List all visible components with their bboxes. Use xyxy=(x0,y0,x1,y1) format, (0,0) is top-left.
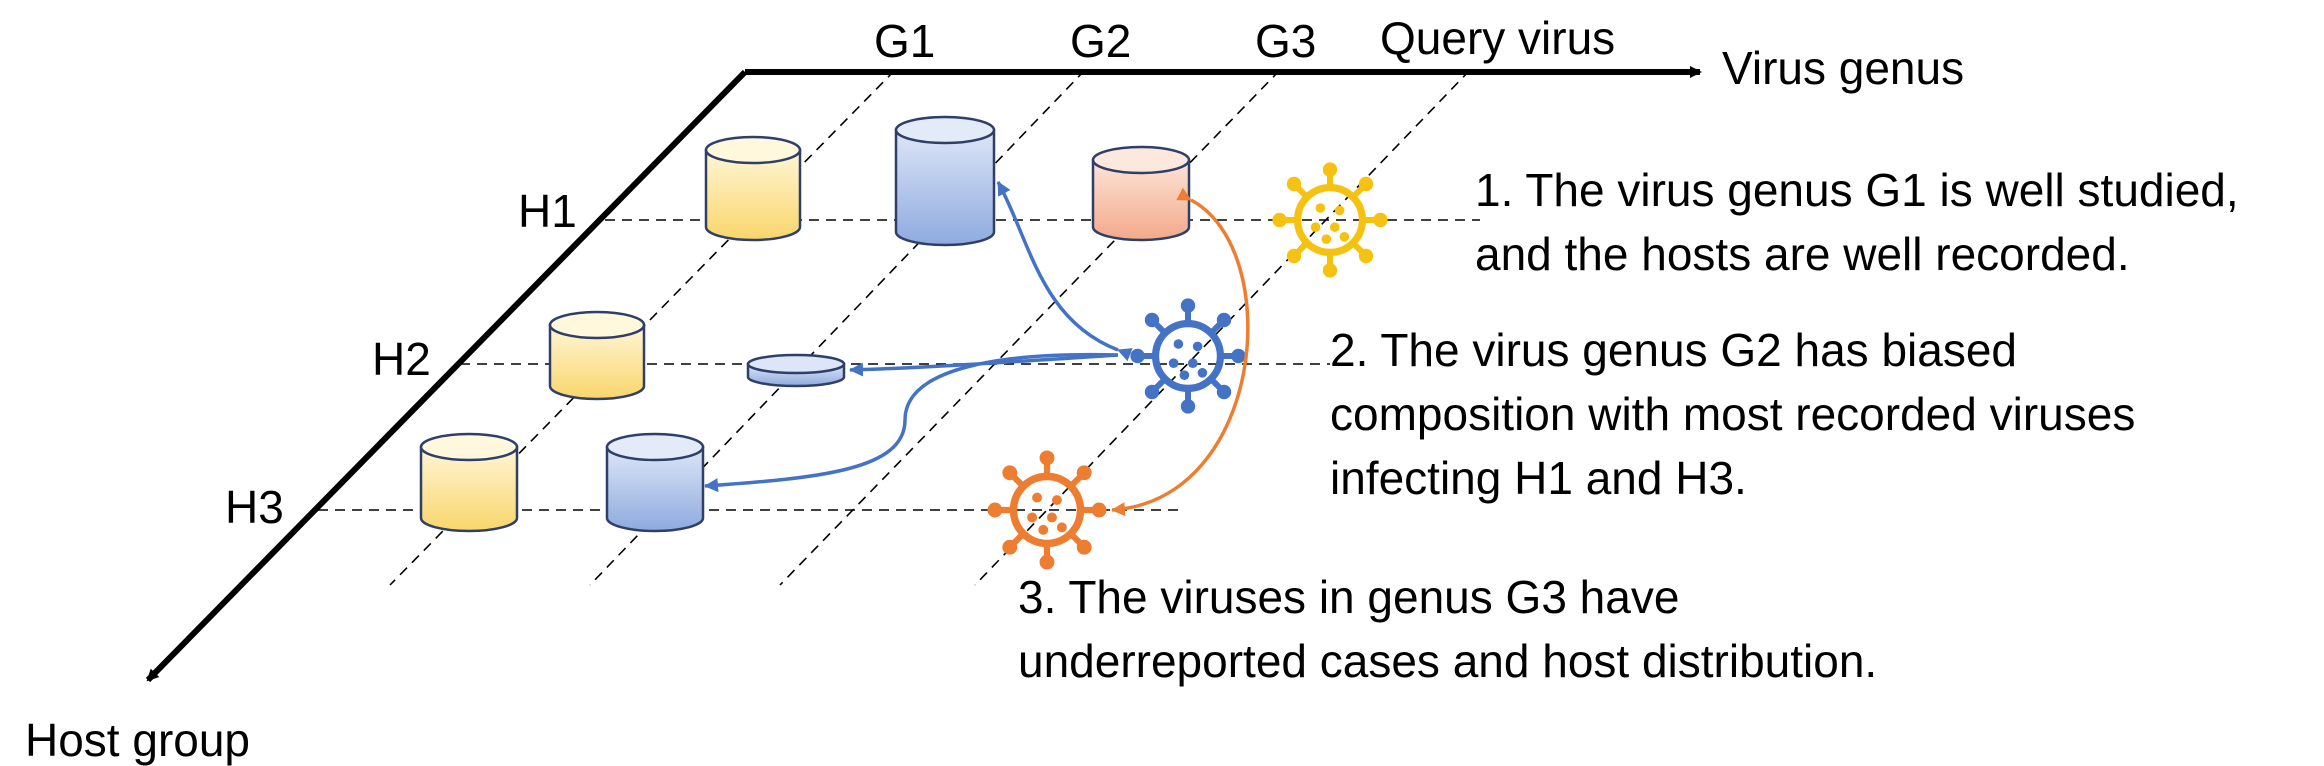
g2-arrows xyxy=(704,181,1133,493)
axes xyxy=(145,66,1702,683)
row-label-h1: H1 xyxy=(518,185,577,237)
note-2-line-3: infecting H1 and H3. xyxy=(1330,452,1747,504)
arrow-g2-to-h3 xyxy=(704,352,1119,493)
x-axis-label: Virus genus xyxy=(1722,42,1965,94)
arrow-g2-to-h1 xyxy=(996,181,1133,362)
column-label-g3: G3 xyxy=(1255,15,1317,67)
column-label-g1: G1 xyxy=(874,15,936,67)
note-1-line-1: 1. The virus genus G1 is well studied, xyxy=(1475,164,2239,216)
note-3: 3. The viruses in genus G3 have underrep… xyxy=(1018,565,1877,693)
column-label-query: Query virus xyxy=(1380,12,1616,64)
row-label-h2: H2 xyxy=(372,333,431,385)
cylinder-g2-h3 xyxy=(605,432,705,533)
note-2-line-1: 2. The virus genus G2 has biased xyxy=(1330,324,2018,376)
y-axis-label: Host group xyxy=(25,714,251,766)
cylinder-g1-h2 xyxy=(548,310,646,401)
y-axis-line xyxy=(145,69,748,683)
arrow-g2-to-h2 xyxy=(849,353,1119,377)
note-3-line-1: 3. The viruses in genus G3 have xyxy=(1018,571,1680,623)
note-2-line-2: composition with most recorded viruses xyxy=(1330,388,2136,440)
cylinder-g1-h1 xyxy=(704,135,802,242)
note-3-line-2: underreported cases and host distributio… xyxy=(1018,635,1878,687)
cylinder-g2-h1 xyxy=(894,115,996,247)
note-1-line-2: and the hosts are well recorded. xyxy=(1475,228,2130,280)
arrow-g3-h1-to-h3 xyxy=(1111,187,1250,517)
cylinder-g1-h3 xyxy=(419,432,519,533)
g3-arrows xyxy=(1111,187,1250,517)
note-2: 2. The virus genus G2 has biased composi… xyxy=(1330,318,2135,510)
note-1: 1. The virus genus G1 is well studied, a… xyxy=(1475,158,2239,286)
cylinder-g2-h2 xyxy=(746,353,846,388)
record-cylinders xyxy=(419,115,1191,533)
column-label-g2: G2 xyxy=(1070,15,1132,67)
row-label-h3: H3 xyxy=(225,481,284,533)
